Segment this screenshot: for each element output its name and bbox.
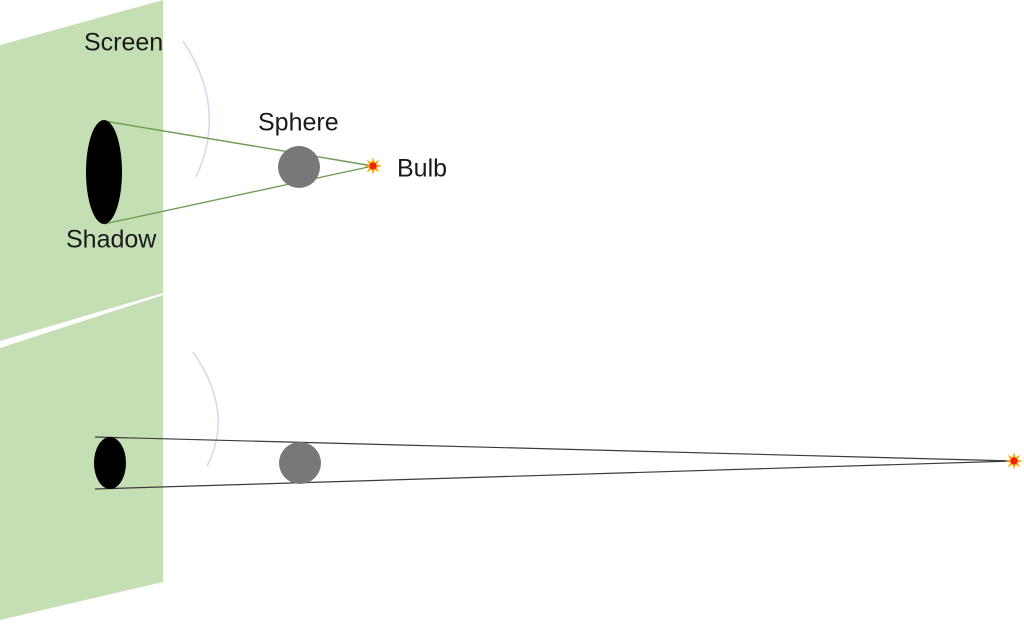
label-screen: Screen [84, 29, 163, 57]
bulb-top [364, 157, 382, 175]
screen-panel-top [0, 0, 163, 341]
screen-panel-bottom [0, 295, 163, 620]
shadow-ellipse-top [86, 120, 122, 224]
bulb-bottom [1005, 452, 1023, 470]
label-shadow: Shadow [66, 226, 157, 254]
shadow-ellipse-bottom [94, 437, 126, 489]
light-ray-upper-top [103, 120, 374, 167]
light-ray-lower-bottom [94, 460, 1015, 490]
panel-far-bulb [0, 295, 1023, 620]
faint-arc-bottom [192, 351, 219, 467]
sphere-top [278, 146, 320, 188]
label-bulb: Bulb [397, 155, 447, 183]
light-ray-upper-bottom [94, 436, 1015, 462]
bulb-core-icon [1010, 457, 1018, 465]
panel-near-bulb: Screen Shadow Sphere Bulb [0, 0, 447, 341]
sphere-bottom [279, 442, 321, 484]
bulb-core-icon [369, 162, 377, 170]
light-ray-lower-top [103, 165, 374, 225]
label-sphere: Sphere [258, 109, 339, 137]
faint-arc-top [182, 40, 211, 178]
